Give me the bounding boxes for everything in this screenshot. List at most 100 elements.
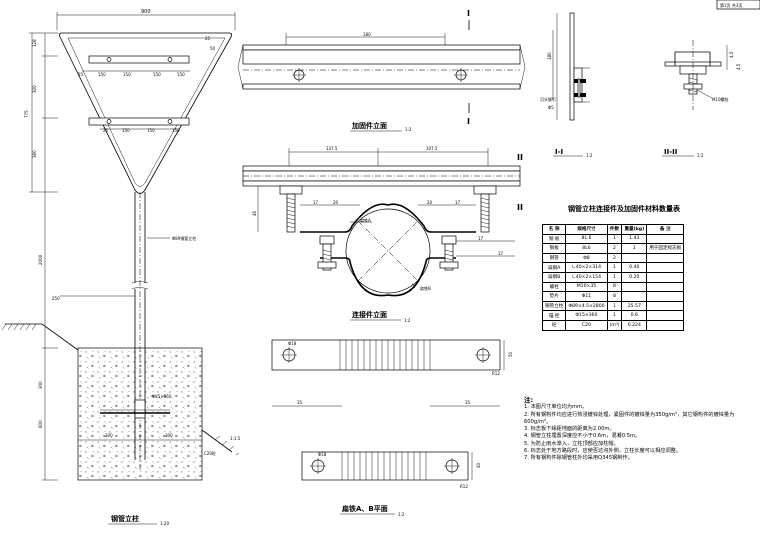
section-mark-ii-bottom: II <box>517 203 523 212</box>
label-r-a: R12 <box>492 371 500 376</box>
dim-128: 128 <box>32 39 37 47</box>
section-plate <box>569 12 575 121</box>
label-rivet-size: Φ5 <box>548 105 554 110</box>
connector-elevation: 137.5 107.5 II II 17 <box>242 146 523 323</box>
title-connector-elev: 连接件立面 <box>352 310 387 319</box>
dim-base-300-right: 300 <box>165 433 173 438</box>
label-strap-b: 扁铁B <box>420 285 431 291</box>
table-cell: 0.224 <box>621 319 648 331</box>
title-post: 钢管立柱 <box>111 514 139 523</box>
table-cell: 25.57 <box>621 300 648 312</box>
note-item: 1. 本图尺寸单位均为mm。 <box>524 404 588 411</box>
scale-section-1: 1:2 <box>586 153 593 158</box>
plate-b <box>301 451 469 481</box>
section-mark-i-bottom: I <box>467 117 470 126</box>
table-cell <box>621 281 648 293</box>
table-cell <box>646 300 685 312</box>
table-cell: 垫片 <box>541 291 567 302</box>
table-cell: C20 <box>565 319 608 331</box>
dim-300b: 300 <box>38 381 43 389</box>
note-item: 6. 标志处于地方路段时，应使否达沟外侧，立柱长度可以相应调整。 <box>524 448 682 455</box>
dim-s2-a: 4.5 <box>729 51 734 58</box>
table-cell: Φ8 <box>565 252 608 264</box>
table-cell: 钢管立柱 <box>541 300 567 312</box>
table-cell <box>646 271 685 283</box>
dim-s1-h: 180 <box>547 52 552 60</box>
label-strap-a: 扁铁A <box>360 217 371 223</box>
dim-plate-a-w: 50 <box>508 351 513 357</box>
dim-bar-5: 150 <box>122 128 130 133</box>
dim-clamp-len: 180 <box>363 32 371 37</box>
table-cell <box>646 233 685 245</box>
section-ii-ii: 4.5 4.5 M10螺栓 II-II 1:2 <box>662 40 741 158</box>
table-cell: 锚 栓 <box>541 310 567 321</box>
table-cell: 钢管 <box>541 252 567 264</box>
dim-bar-7: 150 <box>172 128 180 133</box>
dim-bar-1: 150 <box>98 72 106 77</box>
table-cell <box>646 310 685 321</box>
table-header: 备 注 <box>646 224 685 235</box>
dim-bar-end-2: 25 <box>103 128 109 133</box>
dim-h46: 46 <box>252 210 257 216</box>
dim-conn-right: 107.5 <box>426 146 438 151</box>
page-tag-box <box>716 0 760 10</box>
note-item: 4. 钢管立柱埋置深度应不小于0.6m，混凝0.5m。 <box>524 433 641 440</box>
scale-clamp-elev: 1:2 <box>405 127 412 132</box>
note-item: 2. 所有钢构件均应进行热浸镀锌处理，紧固件的镀锌量为350g/m²，其它钢构件… <box>524 411 735 425</box>
table-title: 钢管立柱连接件及加固件材料数量表 <box>568 204 681 213</box>
table-cell: 螺栓 <box>541 281 567 293</box>
slope-label: 1:1.5 <box>230 436 241 441</box>
title-section-2: II-II <box>664 148 677 156</box>
dim-top-width: 900 <box>141 9 151 15</box>
table-cell: 1 <box>606 262 623 273</box>
dim-bar-6: 150 <box>147 128 155 133</box>
table-cell: 2 <box>606 243 623 254</box>
table-cell: 钢板 <box>541 243 567 254</box>
pipe-label: Φ89钢管立柱 <box>172 235 196 241</box>
ground-line <box>5 323 79 351</box>
table-cell: 2 <box>606 252 623 264</box>
label-r-b: R12 <box>460 484 468 489</box>
table-cell <box>621 252 648 264</box>
table-cell: 1 <box>606 310 623 321</box>
plate-b-plan: 35 35 Φ18 R12 40 扁铁A、B平面 1:2 <box>272 400 500 517</box>
table-cell: Φ89×4.5×2800 <box>565 300 608 312</box>
scale-connector-elev: 1:2 <box>404 318 411 323</box>
table-cell: 8 <box>606 291 623 302</box>
dim-bar-3: 150 <box>153 72 161 77</box>
note-item: 5. 为防止雨水渗入，立柱顶部应加柱帽。 <box>524 440 619 447</box>
triangle-sign-icon <box>58 32 233 194</box>
dim-775: 775 <box>24 110 29 118</box>
clamp-elevation: 180 I I 加固件立面 1:2 <box>237 9 526 132</box>
table-cell: ∟40×2×154 <box>565 271 608 283</box>
dim-360: 360 <box>32 150 37 158</box>
table-cell <box>646 252 685 264</box>
table-header: 规格尺寸 <box>565 224 608 235</box>
table-cell: 1 <box>606 233 623 245</box>
dim-side-b: 35 <box>465 400 471 405</box>
dim-bar-4: 150 <box>177 72 185 77</box>
page-tag: 第1页 共3页 <box>720 2 742 8</box>
table-cell: 1 <box>621 243 648 254</box>
title-clamp-elev: 加固件立面 <box>351 121 387 130</box>
dim-s2-b: 4.5 <box>736 63 741 70</box>
title-plate-plan: 扁铁A、B平面 <box>342 504 388 513</box>
table-cell: 8 <box>606 281 623 293</box>
strap-a <box>300 203 476 233</box>
notes-list: 1. 本图尺寸单位均为mm。2. 所有钢构件均应进行热浸镀锌处理，紧固件的镀锌量… <box>524 404 756 462</box>
notes-block: 注: 1. 本图尺寸单位均为mm。2. 所有钢构件均应进行热浸镀锌处理，紧固件的… <box>524 396 756 463</box>
table-cell: 1 <box>606 300 623 312</box>
dim-plate-b-w: 40 <box>476 462 481 468</box>
section-mark-i-top: I <box>467 9 470 18</box>
dim-2000: 2000 <box>38 254 43 265</box>
table-cell <box>646 291 685 302</box>
plate-a <box>271 339 501 371</box>
section-mark-ii-top: II <box>517 153 523 162</box>
table-header: 件数 <box>606 224 623 235</box>
label-rivet: 沉头铆钉 <box>540 96 556 102</box>
clamp-bar <box>242 49 521 65</box>
